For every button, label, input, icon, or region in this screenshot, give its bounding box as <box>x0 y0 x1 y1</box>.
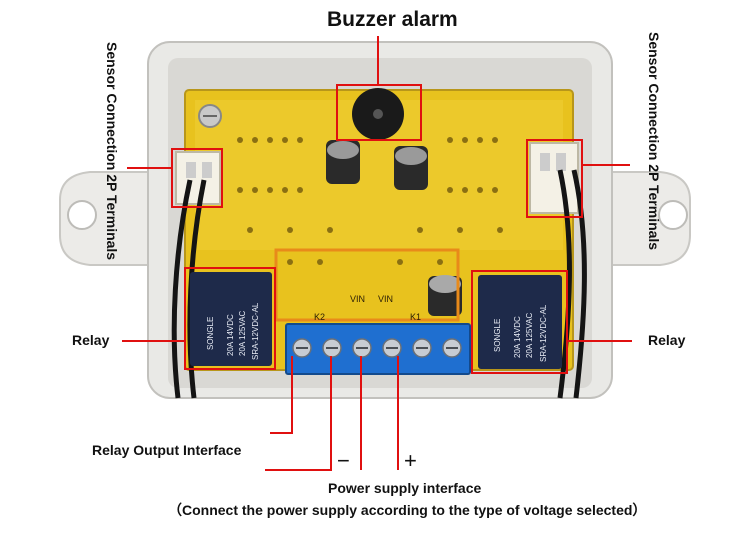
silkscreen-vin2: VIN <box>378 294 393 304</box>
relay-left-rating2: 20A 125VAC <box>238 311 247 356</box>
relay-left-label: Relay <box>72 332 110 348</box>
annotation-boxes <box>171 84 583 374</box>
buzzer-alarm-label: Buzzer alarm <box>327 8 458 31</box>
sensor-right-label: Sensor Connection 2P Terminals <box>646 32 662 251</box>
relay-left-component: SONGLE 20A 14VDC 20A 125VAC SRA-12VDC-AL <box>190 272 272 366</box>
relay-right-component: SONGLE 20A 14VDC 20A 125VAC SRA-12VDC-AL <box>478 275 562 369</box>
relay-right-brand: SONGLE <box>493 319 502 352</box>
relay-right-rating2: 20A 125VAC <box>525 313 534 358</box>
relay-right-highlight-box <box>471 270 568 374</box>
relay-left-highlight-box <box>184 267 276 370</box>
sensor-left-label: Sensor Connection 2P Terminals <box>104 42 120 261</box>
leader-lines <box>122 36 632 471</box>
terminal-block <box>285 323 471 375</box>
sensor-right-highlight-box <box>526 139 583 218</box>
silkscreen-k1: K1 <box>410 312 421 322</box>
enclosure-ear-right <box>589 171 691 266</box>
capacitor-right <box>394 146 428 190</box>
sensor-left-highlight-box <box>171 148 223 208</box>
minus-sign: − <box>337 448 350 473</box>
power-supply-note: （Connect the power supply according to t… <box>168 502 647 518</box>
plus-sign: + <box>404 448 417 473</box>
capacitor-left <box>326 140 360 184</box>
relay-left-model: SRA-12VDC-AL <box>251 302 260 360</box>
relay-right-rating1: 20A 14VDC <box>513 316 522 358</box>
capacitor-small <box>428 275 462 316</box>
relay-right-label: Relay <box>648 332 686 348</box>
relay-output-interface-label: Relay Output Interface <box>92 442 242 458</box>
relay-left-rating1: 20A 14VDC <box>226 314 235 356</box>
sensor-connector-right <box>529 142 579 214</box>
solder-pads <box>237 137 503 265</box>
relay-left-brand: SONGLE <box>206 317 215 350</box>
sensor-wire-right <box>557 169 572 399</box>
power-supply-label: Power supply interface <box>328 480 482 496</box>
sensor-connector-left <box>175 151 221 205</box>
relay-right-model: SRA-12VDC-AL <box>539 304 548 362</box>
silkscreen-k2: K2 <box>314 312 325 322</box>
silkscreen-vin1: VIN <box>350 294 365 304</box>
